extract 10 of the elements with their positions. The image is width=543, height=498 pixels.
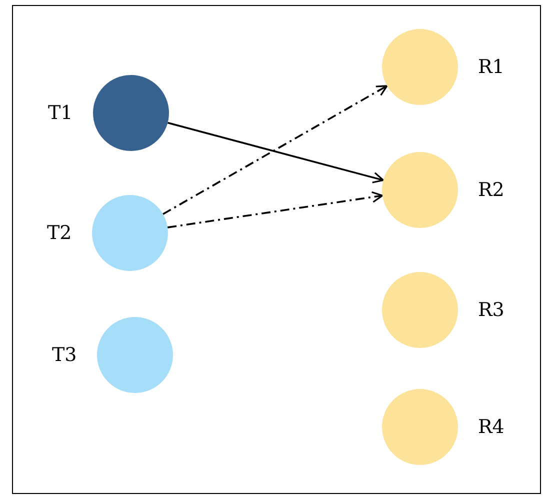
node-label: R3 [478, 298, 504, 322]
arrow [167, 191, 384, 228]
arrow [162, 85, 388, 215]
node-label: T2 [47, 221, 72, 245]
arrow [167, 122, 384, 184]
node-label: R4 [478, 415, 504, 439]
node-label: T1 [48, 101, 73, 125]
node-label: R1 [478, 55, 504, 79]
node-label: R2 [478, 178, 504, 202]
node-label: T3 [52, 343, 77, 367]
